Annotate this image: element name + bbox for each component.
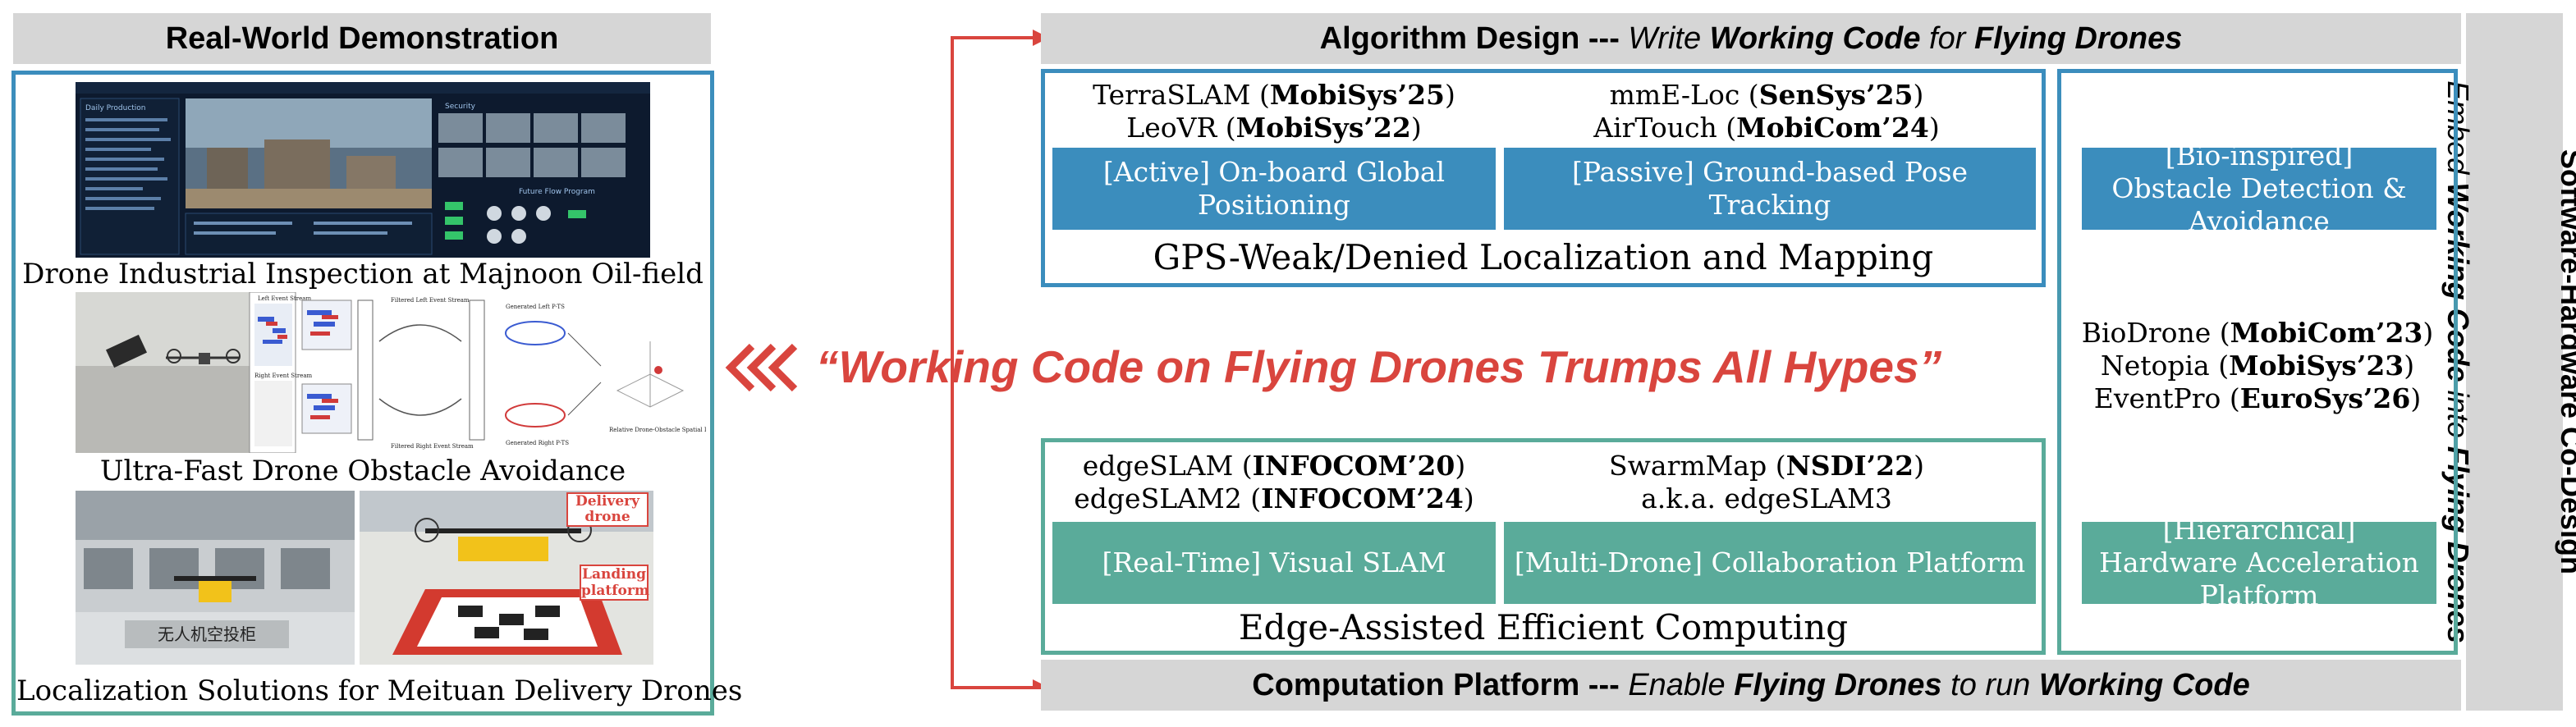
event-label-right: Right Event Stream bbox=[254, 373, 313, 379]
realtime-slam-box: [Real-Time] Visual SLAM bbox=[1052, 522, 1496, 604]
algo-header-b: Write bbox=[1628, 21, 1710, 56]
comp-header-b: Enable bbox=[1628, 667, 1735, 702]
event-label-filtered-left: Filtered Left Event Stream bbox=[391, 297, 470, 304]
computation-platform-header: Computation Platform --- Enable Flying D… bbox=[1041, 660, 2461, 711]
dashboard-panel-3: Future Flow Program bbox=[519, 188, 595, 196]
obstacle-avoidance-image: Left Event Stream Right Event Stream Fil… bbox=[76, 292, 706, 453]
algo-header-e: Flying Drones bbox=[1973, 21, 2183, 56]
demo-caption-2: Ultra-Fast Drone Obstacle Avoidance bbox=[99, 455, 626, 487]
left-chevron-icon bbox=[725, 343, 798, 392]
codesign-pubs: BioDrone (MobiCom’23) Netopia (MobiSys’2… bbox=[2081, 317, 2434, 414]
slogan: “Working Code on Flying Drones Trumps Al… bbox=[816, 341, 1942, 392]
dashboard-svg: Daily Production Security Future Flow Pr… bbox=[76, 82, 650, 255]
event-label-location: Relative Drone-Obstacle Spatial Location bbox=[609, 427, 706, 433]
left-header-text: Real-World Demonstration bbox=[165, 21, 559, 56]
passive-tracking-box: [Passive] Ground-based Pose Tracking bbox=[1504, 148, 2036, 230]
dashboard-panel-1: Daily Production bbox=[85, 104, 146, 112]
localization-pubs-right: mmE-Loc (SenSys’25) AirTouch (MobiCom’24… bbox=[1593, 79, 1940, 144]
landing-platform-label: Landing platform bbox=[580, 565, 649, 601]
comp-header-c: Flying Drones bbox=[1734, 667, 1942, 702]
dashboard-panel-2: Security bbox=[445, 103, 476, 111]
sign-text: 无人机空投柜 bbox=[158, 624, 256, 644]
event-label-left: Left Event Stream bbox=[258, 295, 311, 302]
event-label-pts-left: Generated Left P-TS bbox=[506, 304, 565, 310]
algorithm-design-header: Algorithm Design --- Write Working Code … bbox=[1041, 13, 2461, 64]
event-label-pts-right: Generated Right P-TS bbox=[506, 440, 569, 446]
active-positioning-box: [Active] On-board Global Positioning bbox=[1052, 148, 1496, 230]
bioinspired-avoidance-box: [Bio-inspired] Obstacle Detection & Avoi… bbox=[2082, 139, 2436, 237]
comp-header-d: to run bbox=[1941, 667, 2039, 702]
algo-header-a: Algorithm Design --- bbox=[1319, 21, 1629, 56]
landing-platform-label-text: Landing platform bbox=[581, 566, 649, 599]
codesign-side-bar: Software-Hardware Co-Design Embed Workin… bbox=[2441, 13, 2576, 711]
delivery-drone-label-text: Delivery drone bbox=[575, 493, 639, 525]
demo-caption-3: Localization Solutions for Meituan Deliv… bbox=[16, 674, 743, 707]
multidrone-platform-box: [Multi-Drone] Collaboration Platform bbox=[1504, 522, 2036, 604]
edge-pubs-left: edgeSLAM (INFOCOM’20) edgeSLAM2 (INFOCOM… bbox=[1074, 450, 1474, 514]
oilfield-dashboard-image: Daily Production Security Future Flow Pr… bbox=[76, 82, 650, 258]
codesign-line-1: Software-Hardware Co-Design bbox=[2555, 149, 2576, 575]
algo-header-d: for bbox=[1920, 21, 1974, 56]
edge-computing-panel bbox=[1041, 438, 2046, 655]
hardware-acceleration-box: [Hierarchical] Hardware Acceleration Pla… bbox=[2082, 514, 2436, 611]
delivery-drone-label: Delivery drone bbox=[566, 492, 649, 527]
localization-panel bbox=[1041, 69, 2046, 287]
connector-arrows bbox=[951, 30, 1049, 689]
comp-header-a: Computation Platform --- bbox=[1252, 667, 1629, 702]
event-label-filtered-right: Filtered Right Event Stream bbox=[391, 443, 474, 450]
localization-title: GPS-Weak/Denied Localization and Mapping bbox=[1153, 237, 1934, 277]
delivery-drone-photo: 无人机空投柜 bbox=[76, 491, 355, 665]
left-header: Real-World Demonstration bbox=[13, 13, 711, 64]
edge-title: Edge-Assisted Efficient Computing bbox=[1238, 607, 1849, 647]
comp-header-e: Working Code bbox=[2038, 667, 2250, 702]
delivery-photo-svg: 无人机空投柜 bbox=[76, 491, 355, 665]
edge-pubs-right: SwarmMap (NSDI’22) a.k.a. edgeSLAM3 bbox=[1609, 450, 1924, 514]
demo-caption-1: Drone Industrial Inspection at Majnoon O… bbox=[22, 258, 704, 290]
algo-header-c: Working Code bbox=[1709, 21, 1921, 56]
event-pipeline-svg: Left Event Stream Right Event Stream Fil… bbox=[76, 292, 706, 453]
localization-pubs-left: TerraSLAM (MobiSys’25) LeoVR (MobiSys’22… bbox=[1093, 79, 1455, 144]
